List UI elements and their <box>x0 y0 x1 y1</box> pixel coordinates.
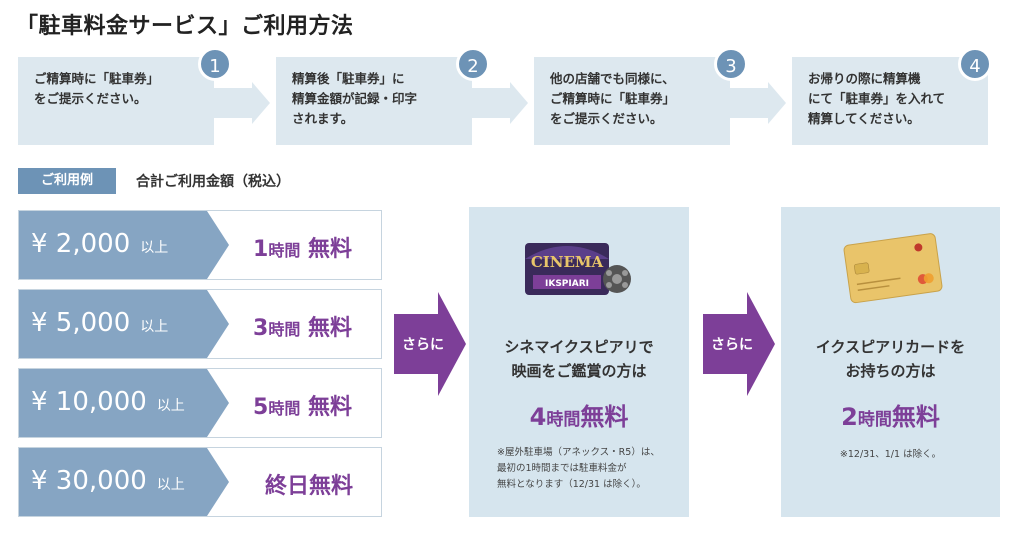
tier-amount-box: ¥ 2,000 以上 <box>19 211 229 279</box>
cinema-free-text: 4時間無料 <box>529 403 629 431</box>
tier-min-label: 以上 <box>140 319 169 335</box>
step-4: お帰りの際に精算機 にて「駐車券」を入れて 精算してください。 4 <box>792 47 992 145</box>
step-arrow-1-body <box>214 88 252 118</box>
card-note: ※12/31、1/1 は除く。 <box>839 449 942 460</box>
card-text: イクスピアリカードを お持ちの方は <box>815 338 966 380</box>
cinema-note: ※屋外駐車場（アネックス・R5）は、 最初の1時間までは駐車料金が 無料となりま… <box>497 447 660 490</box>
svg-text:IKSPIARI: IKSPIARI <box>545 279 589 289</box>
tier-min-label: 以上 <box>156 398 185 414</box>
cinema-panel: CINEMA IKSPIARI シネマイクスピアリで 映画をご鑑賞の方は 4時間… <box>469 207 689 517</box>
tier-amount: ¥ 2,000 <box>31 229 131 259</box>
step-3-number: 3 <box>714 47 748 81</box>
tier-5000: ¥ 5,000 以上 3時間 無料 <box>18 289 382 359</box>
sarani-label: さらに <box>711 337 753 353</box>
step-arrow-2 <box>510 82 528 124</box>
step-2-text: 精算後「駐車券」に 精算金額が記録・印字 されます。 <box>292 71 418 126</box>
step-1: ご精算時に「駐車券」 をご提示ください。 1 <box>18 47 232 145</box>
tier-free-text: 5時間 無料 <box>253 395 353 420</box>
tier-free-text: 3時間 無料 <box>253 316 353 341</box>
tier-amount-box: ¥ 10,000 以上 <box>19 369 229 437</box>
step-4-text: お帰りの際に精算機 にて「駐車券」を入れて 精算してください。 <box>808 71 946 126</box>
step-arrow-2-body <box>472 88 510 118</box>
ikspiari-card-image <box>843 233 943 304</box>
tier-2000: ¥ 2,000 以上 1時間 無料 <box>18 210 382 280</box>
step-arrow-3 <box>768 82 786 124</box>
step-arrow-1 <box>252 82 270 124</box>
tier-amount: ¥ 30,000 <box>31 466 147 496</box>
sarani-arrow-1: さらに <box>394 292 466 396</box>
tier-10000: ¥ 10,000 以上 5時間 無料 <box>18 368 382 438</box>
step-2-number: 2 <box>456 47 490 81</box>
step-4-number: 4 <box>958 47 992 81</box>
tier-amount-box: ¥ 5,000 以上 <box>19 290 229 358</box>
tier-allday-text: 終日無料 <box>265 474 354 499</box>
step-1-text: ご精算時に「駐車券」 をご提示ください。 <box>34 71 160 106</box>
tier-min-label: 以上 <box>156 477 185 493</box>
tier-amount: ¥ 10,000 <box>31 387 147 417</box>
step-3-text: 他の店舗でも同様に、 ご精算時に「駐車券」 をご提示ください。 <box>550 71 676 126</box>
svg-text:CINEMA: CINEMA <box>531 253 604 271</box>
cinema-text: シネマイクスピアリで 映画をご鑑賞の方は <box>504 338 654 380</box>
step-arrow-3-body <box>730 88 768 118</box>
usage-example-tag: ご利用例 <box>18 168 116 194</box>
step-2: 精算後「駐車券」に 精算金額が記録・印字 されます。 2 <box>276 47 490 145</box>
step-1-number: 1 <box>198 47 232 81</box>
sarani-arrow-2: さらに <box>703 292 775 396</box>
page-title: 「駐車料金サービス」ご利用方法 <box>16 14 354 39</box>
tier-min-label: 以上 <box>140 240 169 256</box>
cinema-ikspiari-logo: CINEMA IKSPIARI <box>525 243 631 295</box>
tier-free-text: 1時間 無料 <box>253 237 353 262</box>
tier-amount-box: ¥ 30,000 以上 <box>19 448 229 516</box>
sarani-label: さらに <box>402 337 444 353</box>
card-free-text: 2時間無料 <box>841 403 940 431</box>
tier-30000: ¥ 30,000 以上 終日無料 <box>18 447 382 517</box>
step-3: 他の店舗でも同様に、 ご精算時に「駐車券」 をご提示ください。 3 <box>534 47 748 145</box>
card-panel: イクスピアリカードを お持ちの方は 2時間無料 ※12/31、1/1 は除く。 <box>781 207 1000 517</box>
tier-amount: ¥ 5,000 <box>31 308 131 338</box>
total-amount-label: 合計ご利用金額（税込） <box>136 174 290 190</box>
